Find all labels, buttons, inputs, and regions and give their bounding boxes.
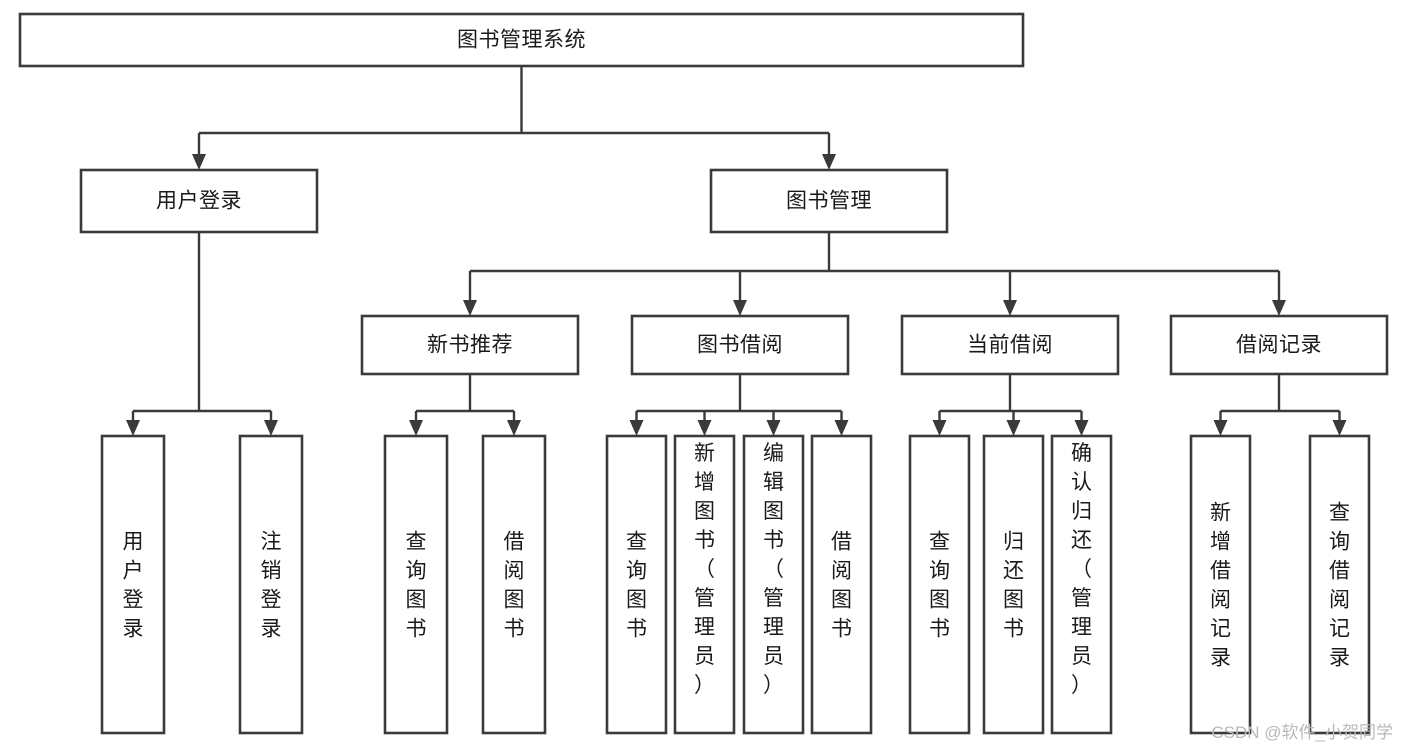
label-user-login: 用户登录 xyxy=(156,190,242,213)
arrowhead-icon xyxy=(733,300,747,316)
label-leaf-logout: 注销登录 xyxy=(261,531,282,641)
node-leaf-leaf-add-book[interactable]: 新增图书（管理员） xyxy=(673,434,736,735)
label-leaf-add-book: 新增图书（管理员） xyxy=(694,442,715,697)
box-book-borrow xyxy=(630,314,850,376)
label-borrow-records: 借阅记录 xyxy=(1236,334,1322,357)
arrowhead-icon xyxy=(192,154,206,170)
label-leaf-borrow-book-recommend: 借阅图书 xyxy=(504,531,525,641)
box-leaf-add-book xyxy=(673,434,736,735)
arrowhead-icon xyxy=(766,420,781,436)
box-leaf-query-book-current xyxy=(908,434,971,735)
label-root: 图书管理系统 xyxy=(457,29,586,52)
box-root xyxy=(18,12,1025,68)
node-leaf-leaf-borrow-book-recommend[interactable]: 借阅图书 xyxy=(481,434,547,735)
box-new-book-recommend xyxy=(360,314,580,376)
label-book-borrow: 图书借阅 xyxy=(697,334,783,357)
node-leaf-leaf-logout[interactable]: 注销登录 xyxy=(238,434,304,735)
arrowhead-icon xyxy=(932,420,947,436)
node-leaf-leaf-borrow-book[interactable]: 借阅图书 xyxy=(810,434,873,735)
node-leaf-leaf-query-book-recommend[interactable]: 查询图书 xyxy=(383,434,449,735)
arrowhead-icon xyxy=(409,420,423,436)
label-new-book-recommend: 新书推荐 xyxy=(427,334,513,357)
label-book-management: 图书管理 xyxy=(786,190,872,213)
arrowhead-icon xyxy=(507,420,521,436)
arrowhead-icon xyxy=(1272,300,1286,316)
node-leaf-leaf-confirm-return[interactable]: 确认归还（管理员） xyxy=(1050,434,1113,735)
box-leaf-edit-book xyxy=(742,434,805,735)
node-level3-current-borrow[interactable]: 当前借阅 xyxy=(900,314,1120,376)
label-leaf-user-login: 用户登录 xyxy=(123,531,144,641)
arrowhead-icon xyxy=(629,420,644,436)
arrowhead-icon xyxy=(264,420,278,436)
arrowhead-icon xyxy=(1006,420,1021,436)
box-leaf-confirm-return xyxy=(1050,434,1113,735)
box-user-login xyxy=(79,168,319,234)
box-leaf-logout xyxy=(238,434,304,735)
node-leaf-leaf-query-borrow-record[interactable]: 查询借阅记录 xyxy=(1308,434,1371,735)
label-leaf-add-borrow-record: 新增借阅记录 xyxy=(1210,502,1231,670)
node-leaf-leaf-edit-book[interactable]: 编辑图书（管理员） xyxy=(742,434,805,735)
arrowhead-icon xyxy=(697,420,712,436)
box-current-borrow xyxy=(900,314,1120,376)
node-leaf-leaf-query-book-borrow[interactable]: 查询图书 xyxy=(605,434,668,735)
label-leaf-query-borrow-record: 查询借阅记录 xyxy=(1329,502,1350,670)
label-leaf-borrow-book: 借阅图书 xyxy=(831,531,852,641)
arrowhead-icon xyxy=(1003,300,1017,316)
node-leaf-leaf-add-borrow-record[interactable]: 新增借阅记录 xyxy=(1189,434,1252,735)
box-leaf-return-book xyxy=(982,434,1045,735)
node-boxes: 图书管理系统用户登录图书管理新书推荐图书借阅当前借阅借阅记录用户登录注销登录查询… xyxy=(18,12,1389,735)
node-leaf-leaf-user-login[interactable]: 用户登录 xyxy=(100,434,166,735)
label-leaf-query-book-current: 查询图书 xyxy=(929,531,950,641)
node-level2-user-login[interactable]: 用户登录 xyxy=(79,168,319,234)
box-leaf-borrow-book xyxy=(810,434,873,735)
label-leaf-query-book-recommend: 查询图书 xyxy=(406,531,427,641)
box-leaf-query-book-recommend xyxy=(383,434,449,735)
node-level2-book-management[interactable]: 图书管理 xyxy=(709,168,949,234)
node-leaf-leaf-return-book[interactable]: 归还图书 xyxy=(982,434,1045,735)
csdn-watermark: CSDN @软件_小贺同学 xyxy=(1211,723,1393,742)
node-leaf-leaf-query-book-current[interactable]: 查询图书 xyxy=(908,434,971,735)
label-leaf-confirm-return: 确认归还（管理员） xyxy=(1071,442,1092,697)
node-level3-new-book-recommend[interactable]: 新书推荐 xyxy=(360,314,580,376)
label-leaf-edit-book: 编辑图书（管理员） xyxy=(763,442,784,697)
connector-lines xyxy=(126,66,1347,436)
arrowhead-icon xyxy=(126,420,140,436)
arrowhead-icon xyxy=(1213,420,1228,436)
arrowhead-icon xyxy=(1074,420,1089,436)
box-leaf-borrow-book-recommend xyxy=(481,434,547,735)
node-level3-borrow-records[interactable]: 借阅记录 xyxy=(1169,314,1389,376)
label-leaf-return-book: 归还图书 xyxy=(1003,531,1024,641)
box-borrow-records xyxy=(1169,314,1389,376)
label-leaf-query-book-borrow: 查询图书 xyxy=(626,531,647,641)
box-leaf-user-login xyxy=(100,434,166,735)
node-root-root[interactable]: 图书管理系统 xyxy=(18,12,1025,68)
arrowhead-icon xyxy=(822,154,836,170)
box-book-management xyxy=(709,168,949,234)
box-leaf-query-book-borrow xyxy=(605,434,668,735)
arrowhead-icon xyxy=(463,300,477,316)
label-current-borrow: 当前借阅 xyxy=(967,334,1053,357)
box-leaf-query-borrow-record xyxy=(1308,434,1371,735)
arrowhead-icon xyxy=(834,420,849,436)
box-leaf-add-borrow-record xyxy=(1189,434,1252,735)
node-level3-book-borrow[interactable]: 图书借阅 xyxy=(630,314,850,376)
arrowhead-icon xyxy=(1332,420,1347,436)
